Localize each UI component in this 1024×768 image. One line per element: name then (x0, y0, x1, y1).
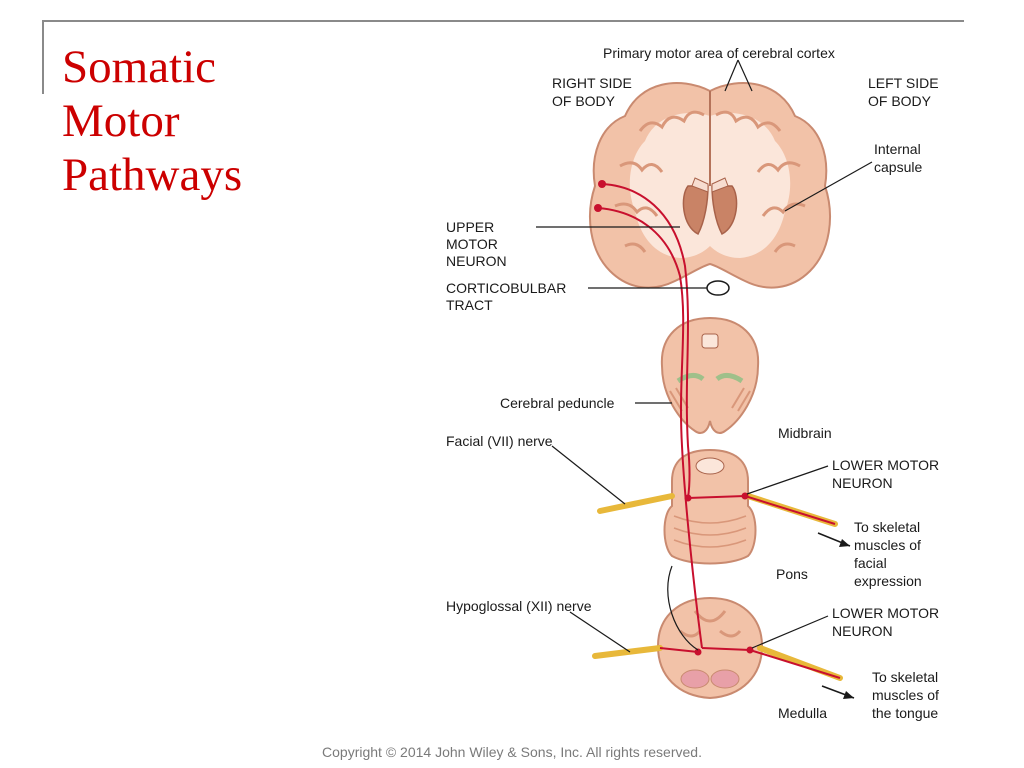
pons (663, 448, 757, 565)
cortex-leader (724, 59, 753, 92)
slide-title: Somatic Motor Pathways (62, 40, 362, 202)
target-arrows (817, 532, 855, 699)
hypoglossal-nerve-left (592, 645, 663, 659)
cerebral-aqueduct (701, 333, 719, 349)
label-lower-motor-b-2: NEURON (832, 623, 893, 639)
label-corticobulbar-2: TRACT (446, 297, 493, 313)
pons-medulla-connector (667, 565, 699, 651)
cerebrum (589, 82, 831, 289)
label-medulla: Medulla (778, 705, 827, 721)
label-upper-motor-1: UPPER (446, 219, 494, 235)
label-right-side-1: RIGHT SIDE (552, 75, 632, 91)
label-left-side-2: OF BODY (868, 93, 932, 109)
label-pons: Pons (776, 566, 808, 582)
label-tongue-target-3: the tongue (872, 705, 938, 721)
pyramid-right (710, 669, 740, 689)
motor-pathway-diagram: Primary motor area of cerebral cortex RI… (440, 36, 980, 726)
label-cerebral-peduncle: Cerebral peduncle (500, 395, 615, 411)
gyri-left (614, 110, 705, 253)
left-rule (42, 20, 44, 94)
label-tongue-target-2: muscles of (872, 687, 939, 703)
label-tongue-target-1: To skeletal (872, 669, 938, 685)
pons-fibers (673, 515, 747, 548)
corticobulbar-path-1 (601, 183, 691, 499)
lower-neuron-cell-pons-a (684, 494, 692, 502)
label-cortex: Primary motor area of cerebral cortex (603, 45, 835, 61)
upper-neuron-cell-2 (594, 204, 602, 212)
label-lower-motor-a-1: LOWER MOTOR (832, 457, 939, 473)
hypoglossal-nerve-leader (569, 611, 631, 653)
title-line-2: Motor (62, 95, 180, 148)
label-left-side-1: LEFT SIDE (868, 75, 939, 91)
basal-nuclei (682, 185, 738, 235)
pons-outline (663, 448, 757, 565)
label-midbrain: Midbrain (778, 425, 832, 441)
facial-nerve-left (597, 493, 675, 514)
fourth-ventricle (695, 457, 725, 475)
internal-capsule-leader (784, 161, 873, 212)
lower-neuron-axon-medulla-left (659, 647, 699, 653)
tongue-target-arrowhead (843, 691, 854, 699)
label-internal-capsule-2: capsule (874, 159, 922, 175)
diagram-svg: Primary motor area of cerebral cortex RI… (446, 45, 939, 721)
lower-motor-b-leader (751, 615, 829, 649)
lower-neuron-cell-medulla-b (746, 646, 754, 654)
title-line-3: Pathways (62, 149, 243, 202)
upper-neuron-cell-1 (598, 180, 606, 188)
corticobulbar-path-2 (597, 207, 703, 649)
facial-target-arrowhead (839, 539, 850, 547)
lower-neuron-cell-medulla-a (694, 648, 702, 656)
label-lower-motor-a-2: NEURON (832, 475, 893, 491)
label-upper-motor-3: NEURON (446, 253, 507, 269)
label-lower-motor-b-1: LOWER MOTOR (832, 605, 939, 621)
lower-motor-a-leader (746, 465, 829, 495)
copyright-notice: Copyright © 2014 John Wiley & Sons, Inc.… (322, 744, 702, 760)
label-hypoglossal-nerve: Hypoglossal (XII) nerve (446, 598, 592, 614)
label-facial-target-1: To skeletal (854, 519, 920, 535)
label-facial-target-3: facial (854, 555, 887, 571)
leader-lines (536, 59, 873, 653)
label-right-side-2: OF BODY (552, 93, 616, 109)
pyramid-left (680, 669, 710, 689)
label-upper-motor-2: MOTOR (446, 236, 498, 252)
title-line-1: Somatic (62, 41, 217, 93)
label-corticobulbar-1: CORTICOBULBAR (446, 280, 566, 296)
corticobulbar-tract-marker (706, 280, 730, 296)
label-facial-nerve: Facial (VII) nerve (446, 433, 553, 449)
top-rule (42, 20, 964, 22)
label-facial-target-4: expression (854, 573, 922, 589)
lower-neuron-cell-pons-b (741, 492, 749, 500)
substantia-nigra (676, 373, 744, 384)
label-internal-capsule-1: Internal (874, 141, 921, 157)
ventricles (691, 177, 729, 193)
label-facial-target-2: muscles of (854, 537, 921, 553)
gyri-right (715, 110, 806, 253)
midbrain (660, 316, 760, 434)
facial-nerve-leader (551, 445, 626, 505)
